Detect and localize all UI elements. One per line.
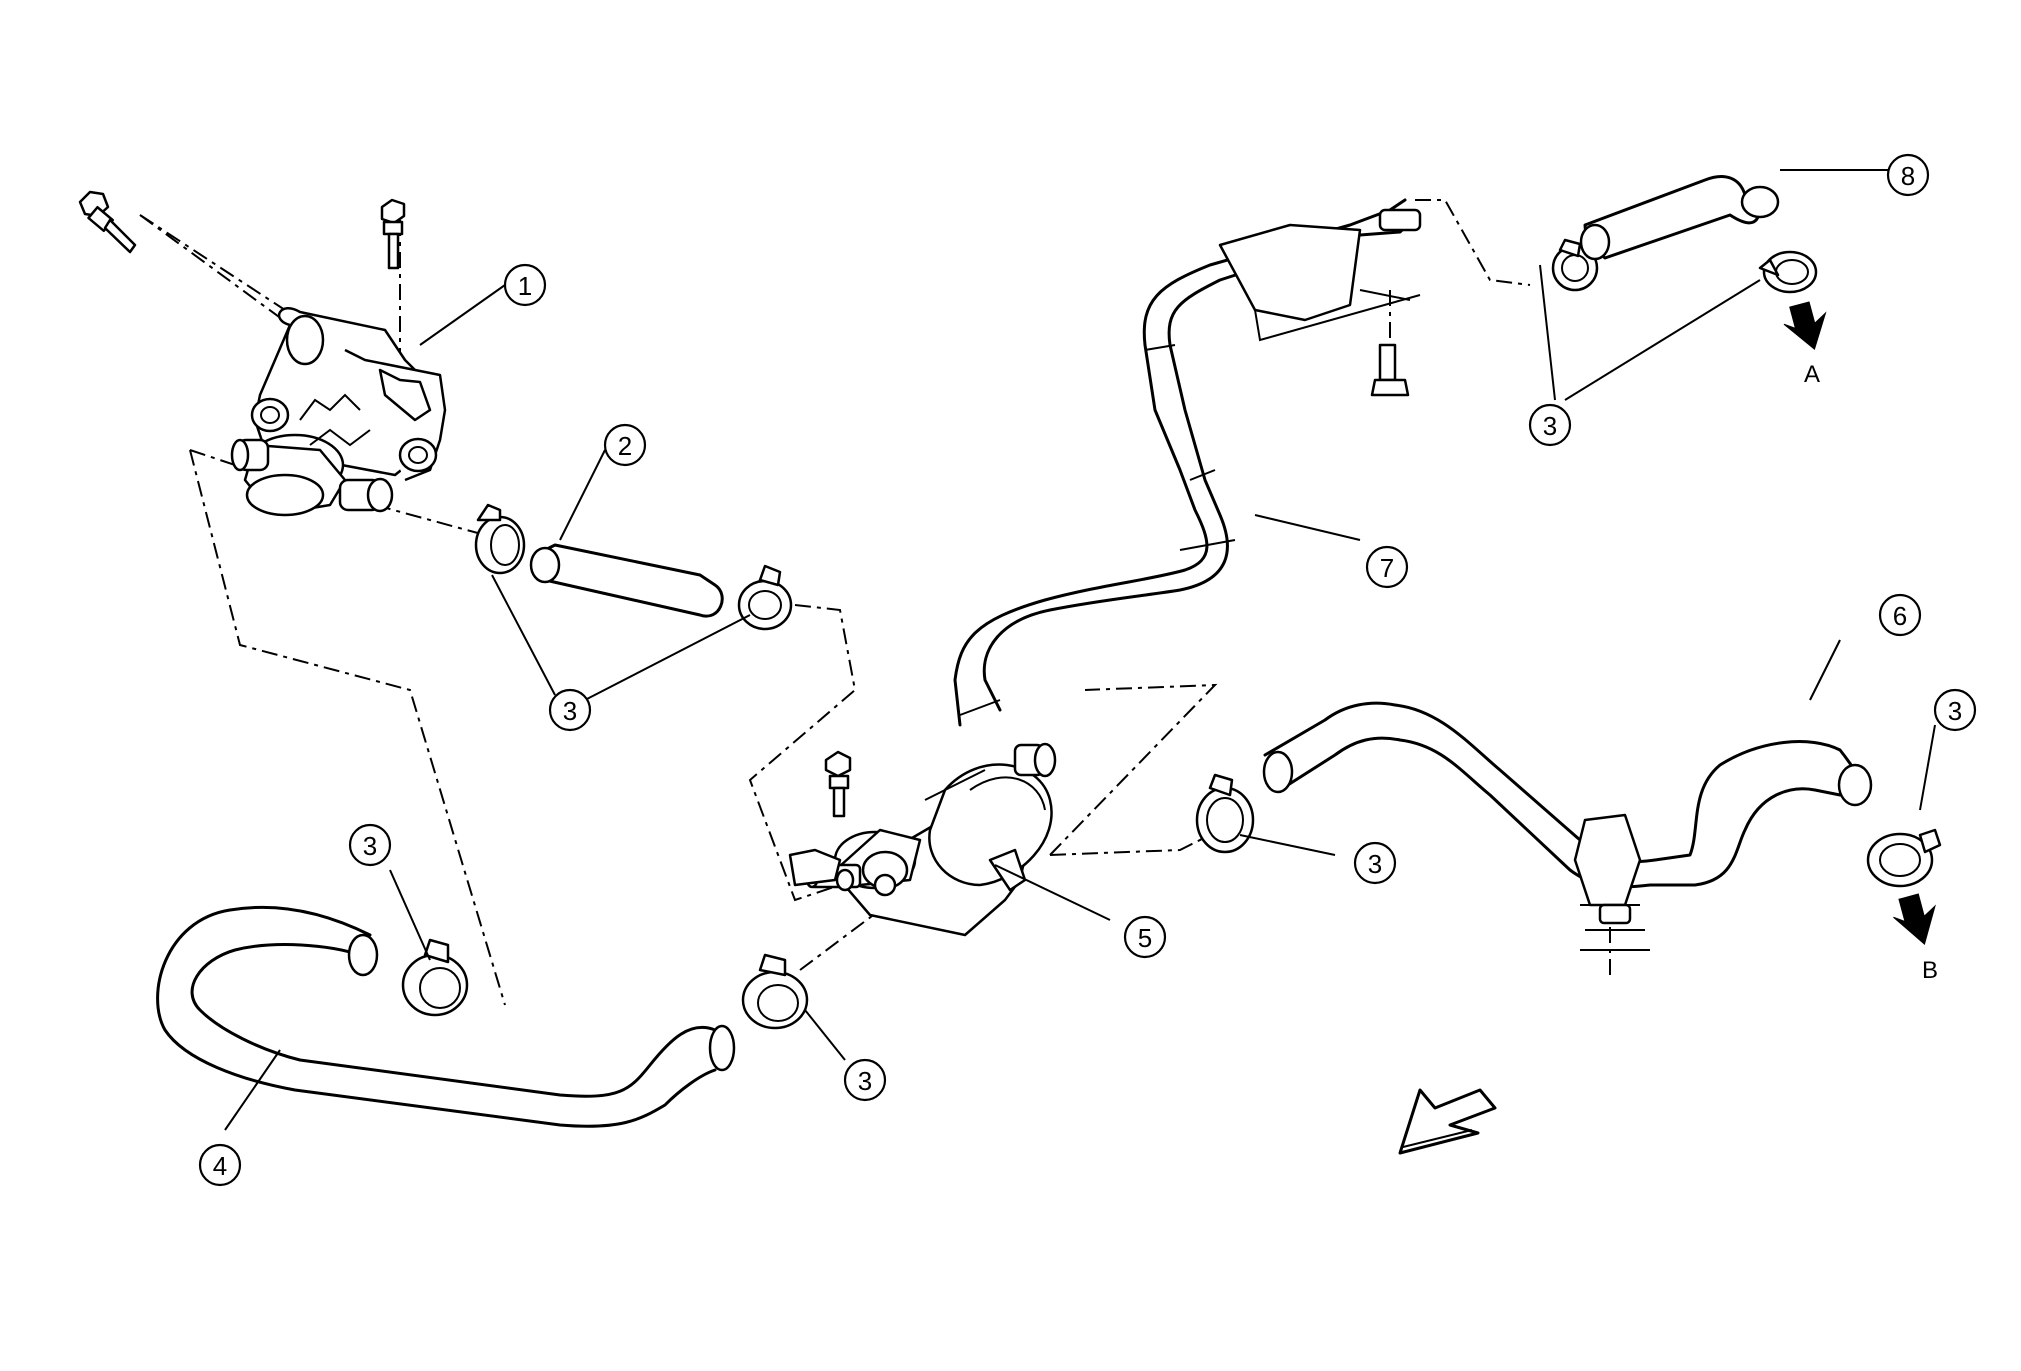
svg-text:B: B <box>1922 957 1938 984</box>
svg-text:2: 2 <box>618 431 632 461</box>
hose-clamp-icon <box>1195 773 1255 854</box>
svg-text:3: 3 <box>858 1066 872 1096</box>
svg-text:3: 3 <box>363 831 377 861</box>
callout-3: 3 <box>548 688 592 732</box>
hose-clamp-icon <box>1866 828 1942 888</box>
callout-3: 3 <box>843 1058 887 1102</box>
hose-clamp-icon <box>741 953 809 1030</box>
callout-7: 7 <box>1365 545 1409 589</box>
svg-text:3: 3 <box>1948 696 1962 726</box>
bolt-icon <box>824 750 852 818</box>
svg-text:6: 6 <box>1893 601 1907 631</box>
hose-clamp-icon <box>737 564 793 631</box>
svg-text:4: 4 <box>213 1151 227 1181</box>
callout-8: 8 <box>1886 153 1930 197</box>
svg-text:3: 3 <box>1543 411 1557 441</box>
front-direction-arrow-icon <box>1398 1088 1497 1155</box>
water-valve-assembly <box>78 190 447 517</box>
svg-text:5: 5 <box>1138 923 1152 953</box>
callout-2: 2 <box>603 423 647 467</box>
down-arrow-icon <box>1893 893 1936 946</box>
hose-clamp-icon <box>401 938 469 1017</box>
leader-lines <box>224 169 1936 1131</box>
svg-text:A: A <box>1804 361 1820 388</box>
svg-text:3: 3 <box>1368 849 1382 879</box>
callout-3: 3 <box>1528 403 1572 447</box>
hose-clamp-icon <box>1758 250 1818 294</box>
svg-text:3: 3 <box>563 696 577 726</box>
short-hose <box>529 543 724 618</box>
callout-5: 5 <box>1123 915 1167 959</box>
upper-short-hose <box>1579 175 1780 261</box>
down-arrow-icon <box>1783 301 1827 351</box>
callout-6: 6 <box>1878 593 1922 637</box>
direction-arrow-a: A <box>1783 301 1827 388</box>
svg-text:1: 1 <box>518 271 532 301</box>
lower-hose <box>156 905 736 1128</box>
bolt-icon <box>78 190 137 254</box>
hose-clamp-icon <box>1551 238 1599 292</box>
electric-water-pump <box>788 742 1057 937</box>
direction-arrow-b: B <box>1893 893 1938 984</box>
svg-text:7: 7 <box>1380 553 1394 583</box>
hose-clamp-icon <box>474 503 526 575</box>
svg-text:8: 8 <box>1901 161 1915 191</box>
bolt-icon <box>380 198 406 270</box>
callout-4: 4 <box>198 1143 242 1187</box>
callout-1: 1 <box>503 263 547 307</box>
right-hose <box>1262 701 1873 951</box>
upper-pipe <box>953 198 1422 727</box>
callout-3: 3 <box>348 823 392 867</box>
callout-3: 3 <box>1353 841 1397 885</box>
callout-3: 3 <box>1933 688 1977 732</box>
